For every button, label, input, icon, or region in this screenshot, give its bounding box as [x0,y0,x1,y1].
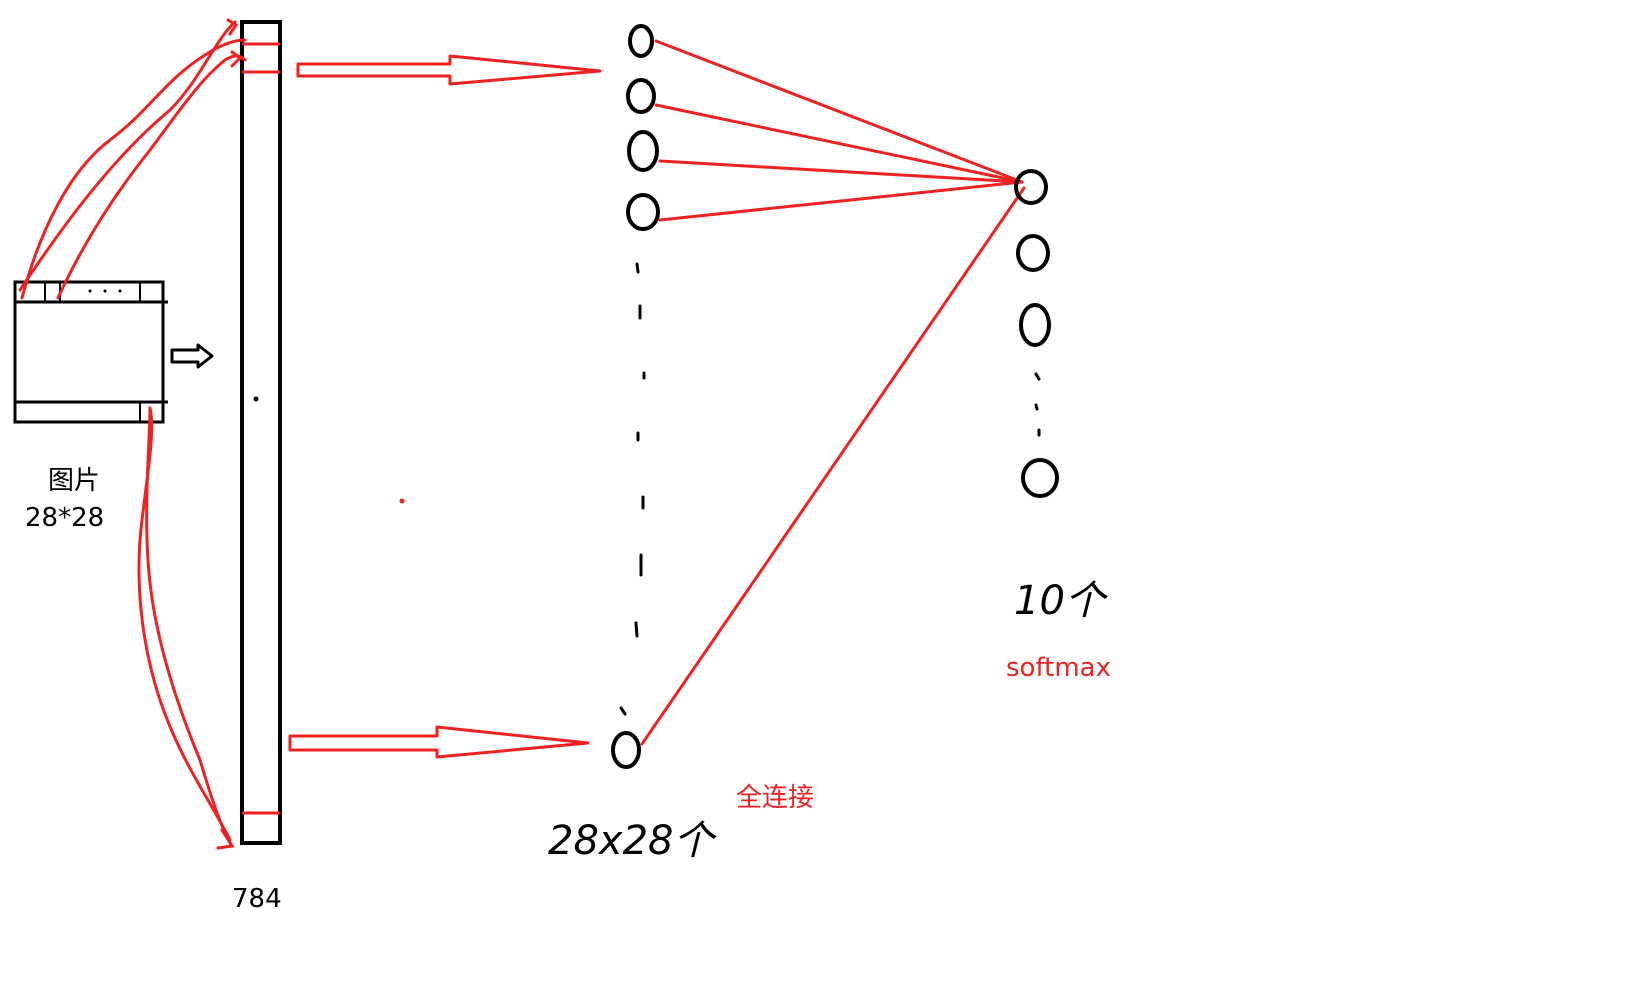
output-neurons [1014,169,1059,498]
input-count-label: 28x28个 [548,818,714,864]
activation-label: softmax [1006,653,1111,683]
image-box [13,280,168,424]
stray-dot [399,498,405,504]
row-mapping-curves [18,18,247,850]
input-neuron [628,24,654,58]
bottom-hollow-arrow-icon [288,725,590,759]
full-connection-lines [640,39,1026,746]
vector-length-label: 784 [232,884,282,914]
row1-curve [20,38,247,300]
image-title-label: 图片 [48,466,101,496]
input-neurons [611,24,660,769]
input-neuron [626,78,656,114]
row2-curve [56,54,247,300]
top-hollow-arrow-icon [296,54,602,86]
output-neuron [1016,234,1050,272]
flattened-vector [240,20,282,845]
input-ellipsis-dots [619,262,646,716]
full-connection-label: 全连接 [736,783,815,813]
input-neuron [627,130,659,172]
image-size-label: 28*28 [25,503,105,533]
image-to-vector-arrow-icon [170,343,214,369]
output-neuron [1014,169,1048,205]
output-ellipsis-dots [1034,372,1041,437]
input-neuron [626,193,660,231]
output-neuron [1019,303,1051,347]
last-row-curve [137,406,232,842]
output-neuron-last [1021,458,1059,498]
vector-to-layer-arrow-icon [288,54,602,759]
input-neuron-last [611,731,641,769]
output-count-label: 10个 [1014,578,1105,624]
